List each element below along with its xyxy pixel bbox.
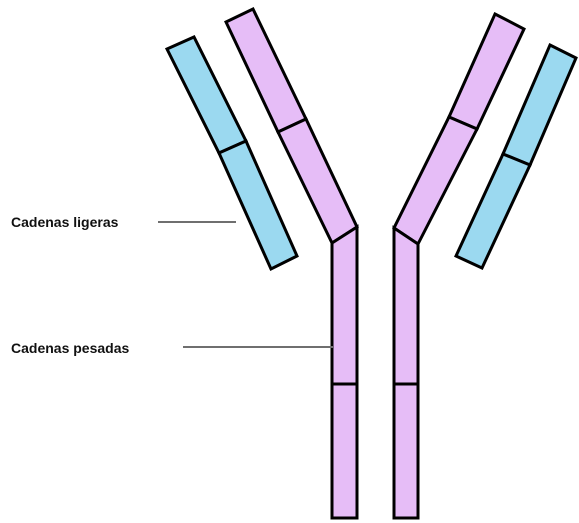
right-heavy-chain-variable-segment [449, 14, 524, 129]
right-heavy-chain-ch1-segment [394, 117, 477, 244]
left-heavy-chain-ch3-segment [332, 384, 357, 518]
light-chains-label: Cadenas ligeras [11, 214, 118, 230]
heavy-chains-label: Cadenas pesadas [11, 340, 129, 356]
right-heavy-chain-ch3-segment [394, 384, 418, 518]
left-heavy-chain-stem [332, 227, 357, 518]
left-heavy-chain-ch2-segment [332, 227, 357, 384]
left-heavy-chain-variable-segment [226, 9, 306, 132]
left-heavy-chain-ch1-segment [278, 119, 357, 243]
right-light-chain-constant-segment [456, 154, 530, 268]
right-heavy-chain-ch2-segment [394, 228, 418, 384]
right-heavy-chain-stem [394, 228, 418, 518]
left-light-chain-constant-segment [219, 141, 297, 269]
right-light-chain-variable-segment [503, 45, 576, 165]
left-light-chain-variable-segment [167, 37, 246, 153]
